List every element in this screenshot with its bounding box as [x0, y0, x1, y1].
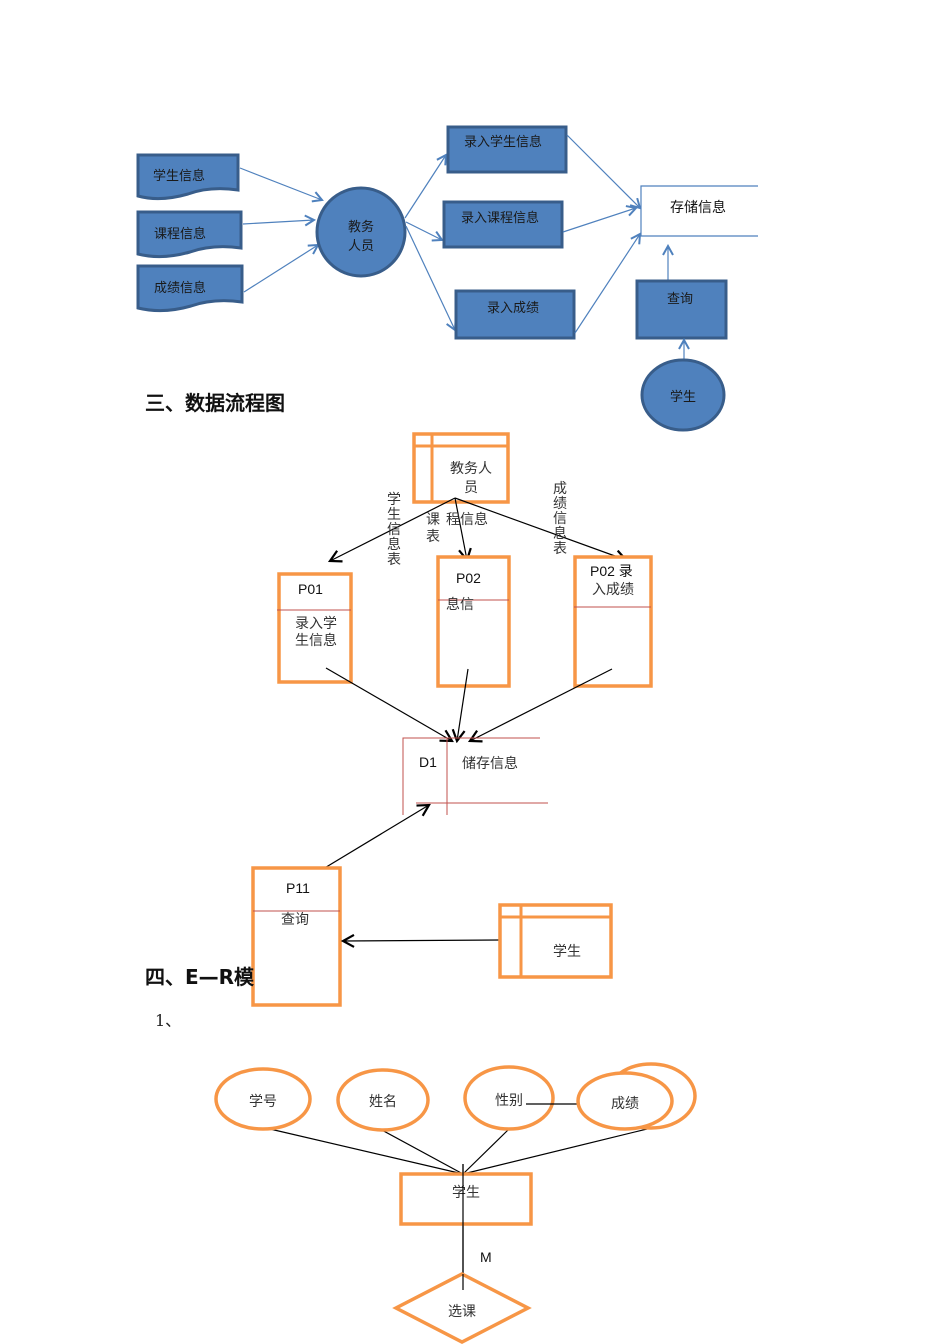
er-diagram: 学号 姓名 性别 成绩 学生 M 选课	[214, 1062, 697, 1344]
process-id: P02	[456, 570, 481, 586]
svg-text:性别: 性别	[495, 1093, 523, 1109]
svg-text:学: 学	[387, 492, 401, 508]
data-store-d1: D1 储存信息	[402, 737, 548, 815]
external-entity-staff: 教务人 员	[412, 432, 510, 504]
flow-arrow	[405, 225, 455, 330]
external-entity-student: 学生	[498, 903, 613, 979]
flow-arrow	[470, 668, 613, 741]
data-store-storage: 存储信息	[640, 185, 758, 237]
input-doc-score-info: 成绩信息	[136, 264, 244, 313]
process-label: 录入成绩	[487, 301, 539, 316]
process-name: 入成绩	[592, 582, 634, 598]
input-doc-label: 课程信息	[154, 226, 206, 242]
svg-text:绩: 绩	[553, 496, 567, 512]
process-p03: P02 录 入成绩	[573, 555, 653, 688]
attribute-name: 姓名	[336, 1068, 430, 1132]
svg-text:学生: 学生	[452, 1185, 480, 1201]
actor-label-line1: 教务	[348, 219, 374, 235]
process-name-line1: 录入学	[295, 616, 337, 632]
er-subsection-number: 1、	[155, 1011, 181, 1030]
svg-text:信: 信	[553, 511, 567, 527]
flow-arrow	[317, 805, 429, 873]
flow-label-course-table: 课 表 程信息	[426, 511, 488, 545]
attribute-score: 成绩	[576, 1062, 697, 1131]
flow-arrow	[404, 155, 446, 219]
process-id: P11	[286, 880, 310, 896]
store-id: D1	[419, 754, 437, 770]
svg-text:成绩: 成绩	[611, 1096, 639, 1112]
flow-arrow	[330, 497, 456, 561]
svg-text:程信息: 程信息	[446, 511, 488, 528]
flow-arrow	[562, 208, 636, 233]
cardinality-label: M	[480, 1249, 492, 1265]
svg-text:表: 表	[387, 552, 401, 568]
flow-arrow	[566, 134, 640, 208]
input-doc-label: 成绩信息	[154, 280, 206, 296]
svg-text:选课: 选课	[448, 1304, 476, 1320]
svg-text:成: 成	[553, 481, 567, 497]
er-edge	[462, 1128, 648, 1175]
process-name: 查询	[281, 912, 309, 928]
input-doc-label: 学生信息	[153, 168, 205, 184]
actor-label-line2: 人员	[348, 239, 374, 254]
flow-label-student-table: 学 生 信 息 表	[387, 492, 401, 568]
process-enter-course: 录入课程信息	[442, 200, 564, 249]
svg-text:生: 生	[387, 507, 401, 523]
flow-arrow	[325, 667, 452, 741]
flow-arrow	[457, 668, 469, 741]
process-label: 录入学生信息	[464, 134, 542, 150]
flow-arrow	[574, 234, 640, 334]
process-p01: P01 录入学 生信息	[277, 572, 353, 684]
svg-text:息: 息	[387, 536, 401, 553]
input-doc-student-info: 学生信息	[136, 153, 240, 201]
entity-label-line1: 教务人	[450, 461, 492, 477]
flow-label-score-table: 成 绩 信 息 表	[553, 481, 567, 557]
er-edge	[462, 1129, 509, 1175]
svg-text:姓名: 姓名	[369, 1094, 397, 1110]
svg-text:表: 表	[553, 541, 567, 557]
process-name: 息信	[446, 596, 474, 613]
process-p02: P02 息信	[436, 555, 511, 688]
process-id: P01	[298, 581, 323, 597]
process-enter-student: 录入学生信息	[446, 125, 568, 174]
svg-text:学号: 学号	[249, 1094, 277, 1110]
process-label: 录入课程信息	[461, 210, 539, 226]
er-edge	[379, 1128, 464, 1175]
entity-label: 学生	[553, 944, 581, 960]
entity-label-line2: 员	[464, 480, 478, 496]
flow-arrow	[405, 221, 442, 240]
flow-arrow	[343, 940, 501, 941]
svg-text:表: 表	[426, 529, 440, 545]
er-edge	[269, 1128, 464, 1175]
flow-arrow	[454, 497, 467, 560]
process-enter-score: 录入成绩	[454, 289, 576, 340]
input-doc-course-info: 课程信息	[136, 210, 243, 259]
attribute-student-id: 学号	[214, 1067, 312, 1131]
flow-arrow	[239, 167, 322, 200]
svg-text:信: 信	[387, 522, 401, 538]
flow-arrow	[243, 245, 318, 293]
store-label: 存储信息	[670, 199, 726, 215]
process-p11: P11 查询	[251, 866, 342, 1007]
section-heading-er: 四、E—R模	[145, 965, 255, 989]
context-diagram: 学生信息 课程信息 成绩信息 教务 人员 录入学生信息 录入课程信息	[136, 125, 758, 432]
process-query: 查询	[635, 279, 728, 340]
dfd-diagram: 教务人 员 学 生 信 息 表 课 表 程信息 成 绩 信 息 表 P01	[251, 432, 653, 1007]
relationship-course-selection: 选课	[392, 1272, 532, 1344]
flow-arrow	[242, 220, 314, 224]
attribute-gender: 性别	[463, 1065, 555, 1131]
store-name: 储存信息	[462, 755, 518, 772]
actor-student-circle: 学生	[640, 358, 726, 432]
process-label: 查询	[667, 292, 693, 307]
svg-text:息: 息	[553, 525, 567, 542]
process-id: P02 录	[590, 563, 633, 579]
section-heading-dfd: 三、数据流程图	[145, 391, 285, 415]
entity-student: 学生	[399, 1172, 533, 1226]
actor-label: 学生	[670, 389, 696, 405]
process-name-line2: 生信息	[295, 632, 337, 649]
actor-staff-circle: 教务 人员	[315, 186, 407, 278]
svg-text:课: 课	[426, 512, 440, 528]
flow-arrow	[454, 497, 626, 560]
